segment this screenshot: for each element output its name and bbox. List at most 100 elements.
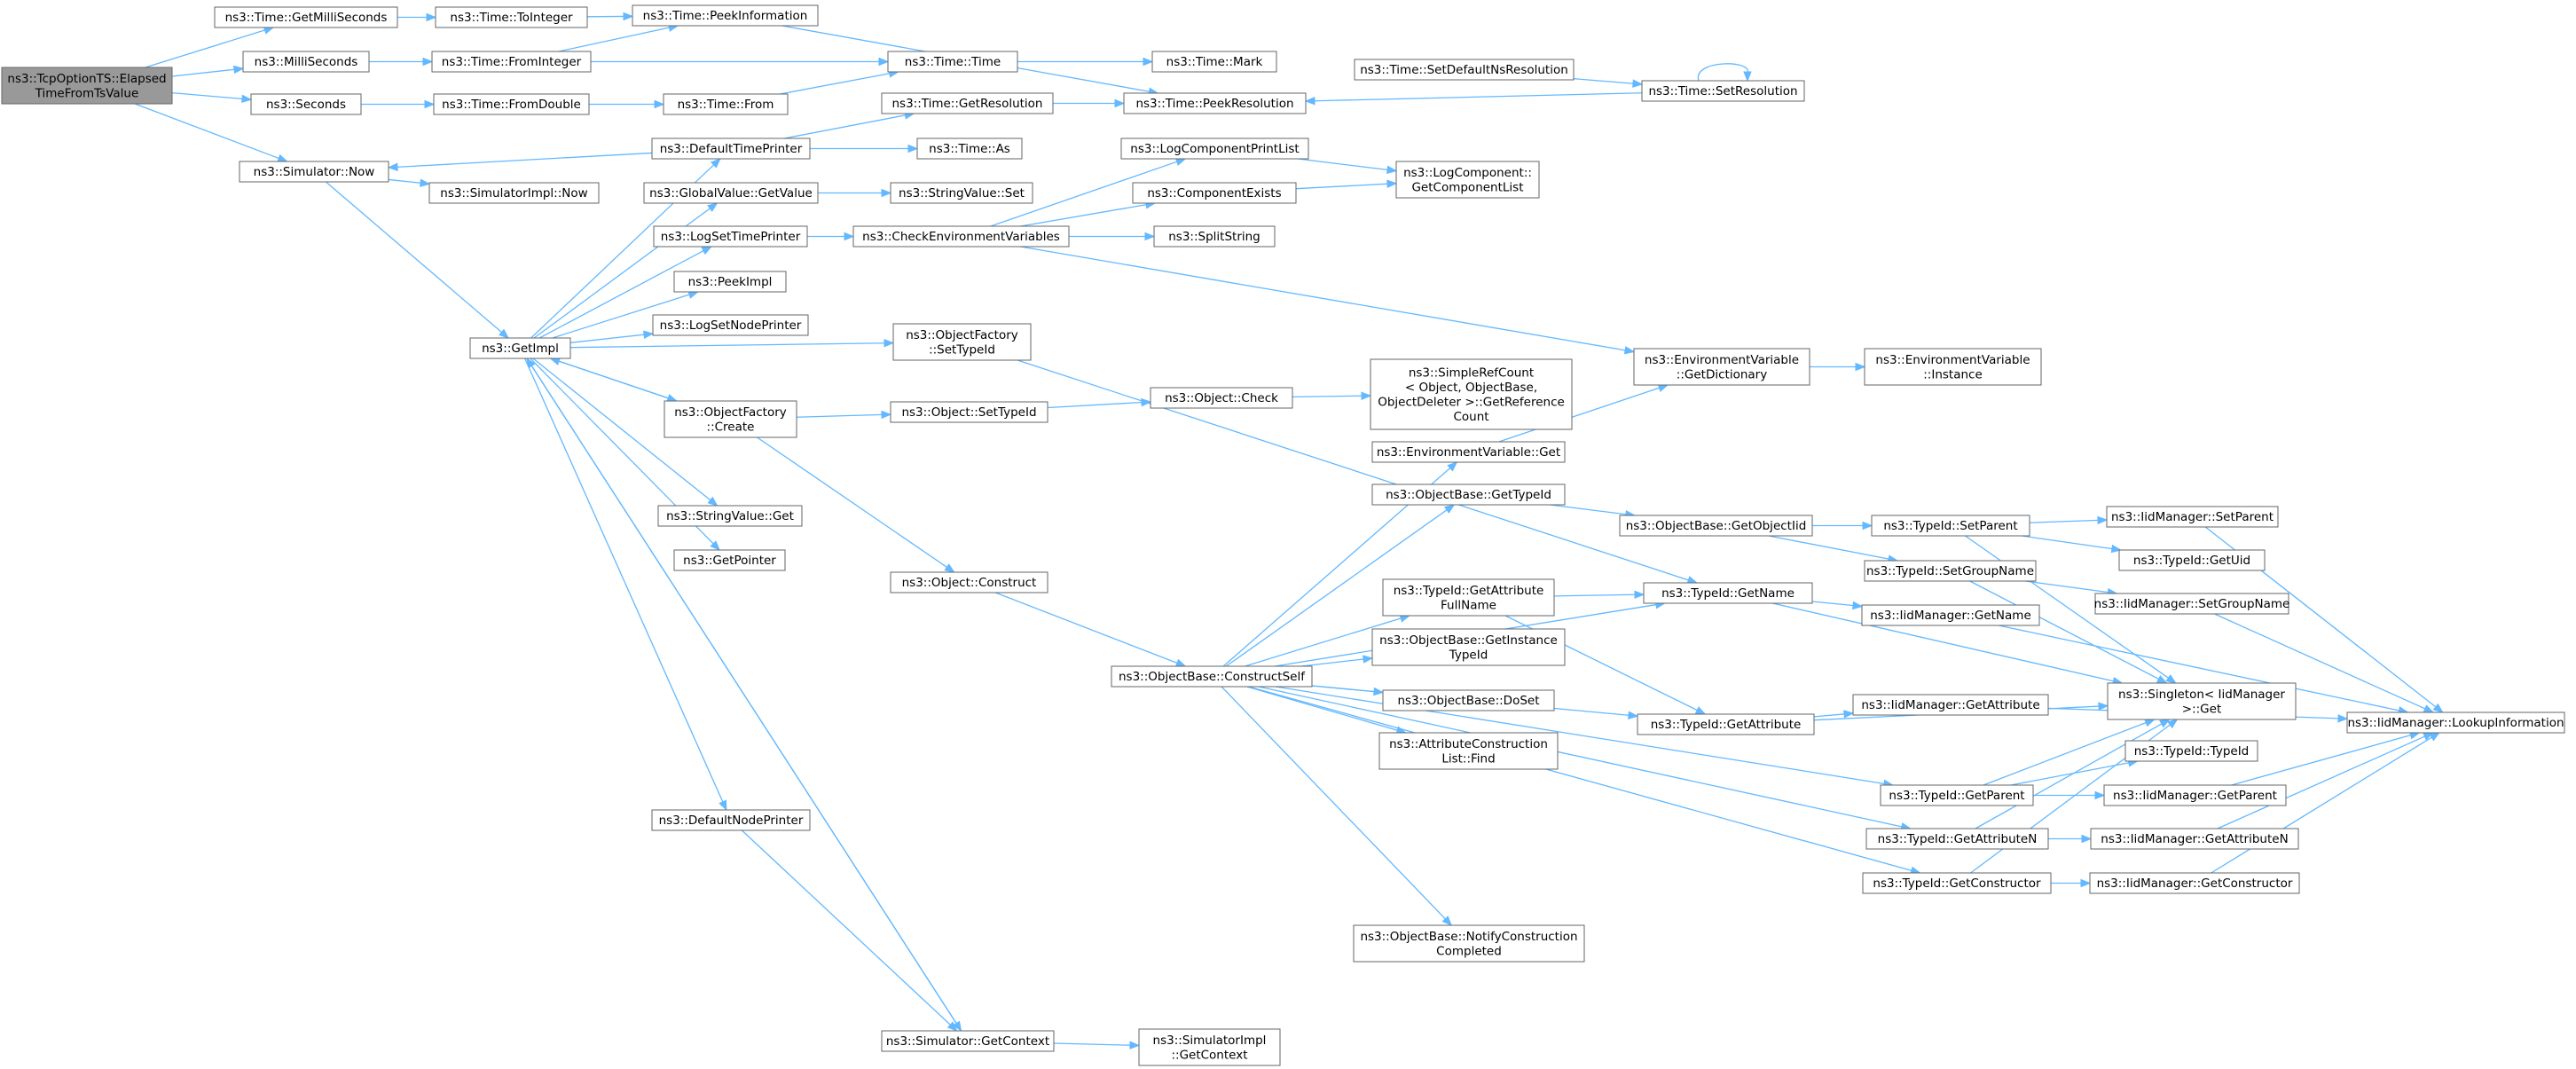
arrowhead-icon <box>1441 916 1453 926</box>
node-default-node-printer[interactable]: ns3::DefaultNodePrinter <box>651 809 811 831</box>
arrowhead-icon <box>1141 397 1152 407</box>
node-label: ns3::SimpleRefCount <box>1409 366 1534 380</box>
node-tid-set-parent[interactable]: ns3::TypeId::SetParent <box>1871 515 2030 537</box>
node-to-integer[interactable]: ns3::Time::ToInteger <box>435 6 588 28</box>
node-time-mark[interactable]: ns3::Time::Mark <box>1151 51 1277 73</box>
node-iid-get-attribute[interactable]: ns3::IidManager::GetAttribute <box>1852 694 2049 716</box>
node-env-instance[interactable]: ns3::EnvironmentVariable::Instance <box>1864 348 2042 386</box>
arrowhead-icon <box>1129 1041 1141 1049</box>
node-iid-get-name[interactable]: ns3::IidManager::GetName <box>1861 604 2040 626</box>
node-iid-set-group-name[interactable]: ns3::IidManager::SetGroupName <box>2094 593 2290 615</box>
node-tid-get-name[interactable]: ns3::TypeId::GetName <box>1643 582 1813 604</box>
node-sim-get-context[interactable]: ns3::Simulator::GetContext <box>881 1030 1055 1052</box>
node-tid-get-attribute[interactable]: ns3::TypeId::GetAttribute <box>1637 713 1815 735</box>
node-sim-now[interactable]: ns3::Simulator::Now <box>239 161 389 183</box>
node-global-value-get[interactable]: ns3::GlobalValue::GetValue <box>643 182 819 204</box>
node-box <box>653 225 808 248</box>
node-ob-notify-construction[interactable]: ns3::ObjectBase::NotifyConstructionCompl… <box>1353 924 1585 963</box>
node-iid-get-parent[interactable]: ns3::IidManager::GetParent <box>2103 784 2287 806</box>
node-obj-check[interactable]: ns3::Object::Check <box>1150 387 1293 409</box>
node-iid-set-parent[interactable]: ns3::IidManager::SetParent <box>2106 506 2279 528</box>
node-log-component-print-list[interactable]: ns3::LogComponentPrintList <box>1120 138 1309 160</box>
node-peek-resolution[interactable]: ns3::Time::PeekResolution <box>1123 92 1307 114</box>
node-tid-get-parent[interactable]: ns3::TypeId::GetParent <box>1880 784 2034 806</box>
node-ob-get-type-id[interactable]: ns3::ObjectBase::GetTypeId <box>1371 483 1566 506</box>
node-label: ns3::Simulator::GetContext <box>886 1034 1049 1049</box>
node-obj-construct[interactable]: ns3::Object::Construct <box>890 571 1048 593</box>
node-get-milli-seconds[interactable]: ns3::Time::GetMilliSeconds <box>214 6 398 28</box>
call-edge <box>591 57 890 67</box>
node-ob-do-set[interactable]: ns3::ObjectBase::DoSet <box>1382 689 1555 711</box>
edge-line <box>1246 686 1399 732</box>
node-split-string[interactable]: ns3::SplitString <box>1153 225 1276 248</box>
node-default-time-printer[interactable]: ns3::DefaultTimePrinter <box>651 138 811 160</box>
node-tid-get-constructor[interactable]: ns3::TypeId::GetConstructor <box>1862 872 2052 894</box>
node-of-set-type-id[interactable]: ns3::ObjectFactory::SetTypeId <box>892 323 1032 361</box>
node-get-resolution[interactable]: ns3::Time::GetResolution <box>881 92 1054 114</box>
node-from-double[interactable]: ns3::Time::FromDouble <box>433 93 590 115</box>
node-string-value-set[interactable]: ns3::StringValue::Set <box>890 182 1033 204</box>
node-ob-construct-self[interactable]: ns3::ObjectBase::ConstructSelf <box>1111 665 1313 688</box>
node-tid-get-attribute-n[interactable]: ns3::TypeId::GetAttributeN <box>1865 828 2049 850</box>
node-tid-get-uid[interactable]: ns3::TypeId::GetUid <box>2118 549 2266 571</box>
node-log-set-node-printer[interactable]: ns3::LogSetNodePrinter <box>652 314 809 336</box>
node-get-pointer[interactable]: ns3::GetPointer <box>673 549 786 571</box>
node-of-create[interactable]: ns3::ObjectFactory::Create <box>664 400 797 438</box>
node-iid-get-attribute-n[interactable]: ns3::IidManager::GetAttributeN <box>2090 828 2299 850</box>
node-box <box>673 271 787 293</box>
call-edge <box>1069 232 1156 241</box>
node-env-get[interactable]: ns3::EnvironmentVariable::Get <box>1371 441 1566 463</box>
node-from-integer[interactable]: ns3::Time::FromInteger <box>431 51 592 73</box>
node-get-component-list[interactable]: ns3::LogComponent::GetComponentList <box>1395 161 1540 199</box>
call-edge <box>361 99 436 109</box>
node-component-exists[interactable]: ns3::ComponentExists <box>1132 182 1297 204</box>
node-milli-seconds[interactable]: ns3::MilliSeconds <box>242 51 370 73</box>
call-edge <box>1298 158 1398 175</box>
node-obj-set-type-id[interactable]: ns3::Object::SetTypeId <box>890 401 1048 423</box>
node-label: ns3::GetImpl <box>482 342 559 356</box>
node-log-set-time-printer[interactable]: ns3::LogSetTimePrinter <box>653 225 808 248</box>
call-edge <box>757 436 955 573</box>
node-env-get-dictionary[interactable]: ns3::EnvironmentVariable::GetDictionary <box>1633 348 1810 386</box>
node-set-resolution[interactable]: ns3::Time::SetResolution <box>1641 80 1805 102</box>
arrowhead-icon <box>946 1021 958 1032</box>
edge-line <box>2022 535 2113 550</box>
node-simple-ref-count[interactable]: ns3::SimpleRefCount< Object, ObjectBase,… <box>1370 358 1573 430</box>
node-time-as[interactable]: ns3::Time::As <box>916 138 1023 160</box>
node-peek-impl[interactable]: ns3::PeekImpl <box>673 271 787 293</box>
node-sim-impl-now[interactable]: ns3::SimulatorImpl::Now <box>428 182 600 204</box>
node-sim-impl-get-context[interactable]: ns3::SimulatorImpl::GetContext <box>1138 1028 1281 1066</box>
node-box <box>643 182 819 204</box>
node-box <box>2106 506 2279 528</box>
edge-line <box>145 29 266 68</box>
edge-line <box>1053 1042 1132 1046</box>
node-singleton-get[interactable]: ns3::Singleton< IidManager>::Get <box>2107 682 2297 720</box>
node-peek-info[interactable]: ns3::Time::PeekInformation <box>632 4 819 27</box>
node-iid-lookup[interactable]: ns3::IidManager::LookupInformation <box>2346 711 2565 734</box>
call-edge <box>1248 686 1921 875</box>
node-time-from[interactable]: ns3::Time::From <box>663 93 789 115</box>
edge-line <box>1020 203 1148 227</box>
node-time-time[interactable]: ns3::Time::Time <box>887 51 1018 73</box>
node-tid-set-group-name[interactable]: ns3::TypeId::SetGroupName <box>1864 560 2037 582</box>
node-tid-type-id[interactable]: ns3::TypeId::TypeId <box>2124 740 2258 762</box>
arrowhead-icon <box>643 330 655 339</box>
node-box <box>852 225 1070 248</box>
node-string-value-get[interactable]: ns3::StringValue::Get <box>657 505 803 527</box>
node-ob-get-object-iid[interactable]: ns3::ObjectBase::GetObjectIid <box>1619 515 1813 537</box>
call-edge <box>2047 834 2093 844</box>
node-seconds[interactable]: ns3::Seconds <box>250 93 362 115</box>
edge-line <box>1313 92 1643 102</box>
call-edge <box>171 65 245 77</box>
node-check-env[interactable]: ns3::CheckEnvironmentVariables <box>852 225 1070 248</box>
call-edge <box>2022 535 2123 554</box>
node-label: ns3::IidManager::SetParent <box>2111 510 2274 524</box>
node-iid-get-constructor[interactable]: ns3::IidManager::GetConstructor <box>2089 872 2300 894</box>
edge-line <box>796 413 884 418</box>
node-get-impl[interactable]: ns3::GetImpl <box>469 337 571 359</box>
node-set-default-ns[interactable]: ns3::Time::SetDefaultNsResolution <box>1354 59 1575 81</box>
